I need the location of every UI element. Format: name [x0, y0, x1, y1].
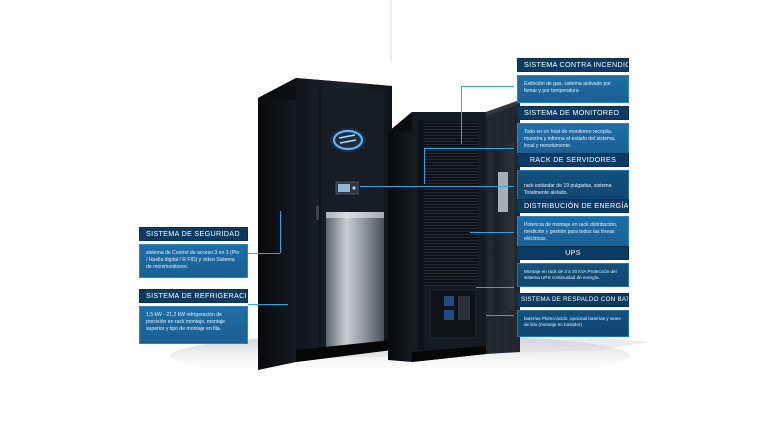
callout-monitoreo: SISTEMA DE MONITOREO Todo en un host de …: [517, 106, 629, 157]
callout-body: Potencia de montaje en rack distribución…: [517, 216, 629, 248]
callout-body: rack estándar de 19 pulgadas, sistema To…: [517, 170, 629, 203]
callout-title: SISTEMA CONTRA INCENDIO: [517, 58, 629, 72]
leader-line-seguridad-v: [280, 211, 281, 253]
leader-line-monitoreo-drop: [424, 148, 425, 184]
callout-title: UPS: [517, 246, 629, 260]
callout-respaldo: SISTEMA DE RESPALDO CON BATERÍAS batería…: [517, 293, 629, 337]
callout-title: SISTEMA DE RESPALDO CON BATERÍAS: [517, 293, 629, 307]
leader-line-contra-incendio-drop: [461, 86, 462, 144]
callout-title: DISTRIBUCIÓN DE ENERGÍA: [517, 199, 629, 213]
callout-energia: DISTRIBUCIÓN DE ENERGÍA Potencia de mont…: [517, 199, 629, 248]
callout-contra-incendio: SISTEMA CONTRA INCENDIO Extinción de gas…: [517, 58, 629, 103]
leader-line-respaldo: [486, 315, 514, 316]
callout-body: Todo en un host de monitoreo recopila, m…: [517, 123, 629, 157]
leader-line-ups: [476, 287, 514, 288]
callout-ups: UPS Montaje en rack de 3 a 20 kVA Protec…: [517, 246, 629, 287]
callout-title: RACK DE SERVIDORES: [517, 153, 629, 167]
leader-line-energia: [470, 232, 514, 233]
leader-line-monitoreo: [425, 148, 514, 149]
callout-body: Montaje en rack de 3 a 20 kVA Protección…: [517, 263, 629, 287]
leader-line-seguridad-h: [248, 253, 280, 254]
callout-body: 1,5 kW - 21,2 kW refrigeración de precis…: [139, 306, 248, 344]
callout-body: Extinción de gas, sistema activado por f…: [517, 75, 629, 103]
callout-refrigeracion: SISTEMA DE REFRIGERACIÓN 1,5 kW - 21,2 k…: [139, 289, 248, 344]
callout-title: SISTEMA DE MONITOREO: [517, 106, 629, 120]
leader-line-servidores: [360, 186, 514, 187]
callout-title: SISTEMA DE SEGURIDAD: [139, 227, 248, 241]
callout-title: SISTEMA DE REFRIGERACIÓN: [139, 289, 248, 303]
callout-seguridad: SISTEMA DE SEGURIDAD sistema de Control …: [139, 227, 248, 278]
leader-line-contra-incendio: [462, 86, 514, 87]
callout-body: baterías Plomo-ácido ,opcional baterías …: [517, 310, 629, 337]
callout-body: sistema de Control de acceso 3 en 1 (Pin…: [139, 244, 248, 278]
callout-servidores: RACK DE SERVIDORES rack estándar de 19 p…: [517, 153, 629, 203]
leader-line-refrigeracion: [248, 304, 288, 305]
